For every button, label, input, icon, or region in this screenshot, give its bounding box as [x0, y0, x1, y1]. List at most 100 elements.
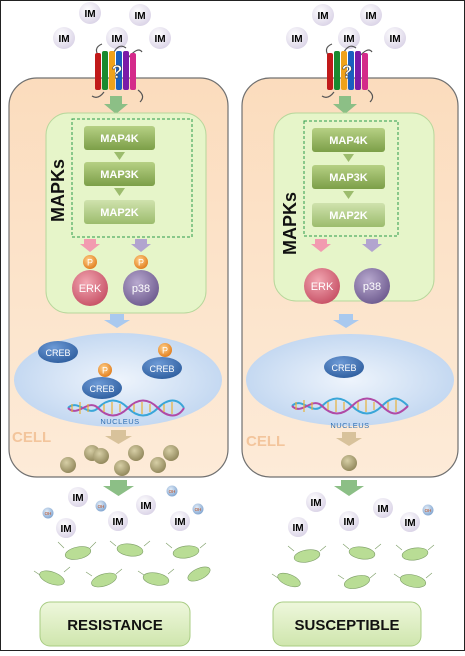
left-receptor-label: ? — [112, 62, 123, 82]
right-nucleus — [246, 334, 454, 426]
svg-text:OH: OH — [169, 489, 176, 494]
left-receptor-arrow — [104, 96, 128, 114]
right-bottom-metabolites: IM IM IM IM IM OH — [288, 492, 434, 537]
left-creb-1-label: CREB — [45, 348, 70, 358]
left-creb-2 — [142, 357, 182, 379]
left-creb-3 — [82, 377, 122, 399]
left-arrow-to-p38 — [131, 239, 151, 252]
left-creb-2-phospho-label: P — [162, 346, 168, 356]
left-arrow-to-vesicles — [105, 430, 132, 444]
svg-text:IM: IM — [84, 9, 95, 20]
right-vesicle — [341, 455, 357, 471]
svg-text:IM: IM — [174, 517, 185, 528]
left-erk-node — [72, 270, 108, 306]
svg-text:IM: IM — [310, 498, 321, 509]
svg-text:IM: IM — [291, 34, 302, 45]
left-p38-node — [123, 270, 159, 306]
right-cell-label: CELL — [246, 433, 285, 450]
svg-text:IM: IM — [389, 34, 400, 45]
svg-text:IM: IM — [317, 11, 328, 22]
left-erk-label: ERK — [79, 283, 102, 295]
right-kinase-cascade-box — [303, 120, 399, 237]
right-map3k-label: MAP3K — [329, 172, 368, 184]
left-arrow-to-erk — [80, 239, 100, 252]
svg-text:IM: IM — [343, 34, 354, 45]
right-nucleus-label: NUCLEUS — [330, 421, 369, 430]
svg-text:IM: IM — [404, 518, 415, 529]
right-p38-label: p38 — [363, 281, 381, 293]
left-arrow-map3k-map2k — [114, 188, 125, 196]
left-creb-1 — [38, 341, 78, 363]
right-map3k-box — [312, 165, 385, 189]
right-p38-node — [354, 268, 390, 304]
left-map2k-label: MAP2K — [100, 207, 139, 219]
left-dna-icon — [67, 399, 185, 417]
left-panel: MAPKs MAP4K MAP3K MAP2K P ERK P p38 CREB… — [8, 77, 229, 647]
svg-text:IM: IM — [292, 523, 303, 534]
svg-text:IM: IM — [377, 504, 388, 515]
right-arrow-to-nucleus — [333, 314, 359, 328]
left-creb-2-phospho — [158, 343, 172, 357]
left-creb-3-label: CREB — [89, 384, 114, 394]
right-panel: MAPKs MAP4K MAP3K MAP2K ERK p38 CREB NUC… — [241, 77, 459, 647]
left-insects-icon — [33, 540, 211, 588]
right-receptor-arrow — [333, 96, 357, 114]
left-cell-label: CELL — [12, 429, 51, 446]
right-outcome-box — [272, 601, 422, 647]
svg-text:IM: IM — [111, 34, 122, 45]
svg-text:IM: IM — [134, 11, 145, 22]
right-arrow-map4k-map3k — [343, 154, 354, 162]
svg-text:IM: IM — [58, 34, 69, 45]
left-outcome-label: RESISTANCE — [67, 617, 163, 634]
left-creb-2-label: CREB — [149, 364, 174, 374]
right-arrow-to-p38 — [362, 239, 382, 252]
svg-text:IM: IM — [365, 11, 376, 22]
right-creb — [324, 356, 364, 378]
left-bottom-metabolites: IM IM IM IM OH OH OH OH IM — [42, 485, 204, 538]
svg-text:IM: IM — [72, 493, 83, 504]
right-map4k-label: MAP4K — [329, 135, 368, 147]
left-nucleus-label: NUCLEUS — [100, 417, 139, 426]
right-erk-label: ERK — [311, 281, 334, 293]
right-map2k-box — [312, 203, 385, 227]
left-creb-3-phospho — [98, 363, 112, 377]
svg-text:IM: IM — [112, 517, 123, 528]
svg-text:OH: OH — [45, 511, 52, 516]
left-map4k-box — [84, 126, 155, 150]
svg-text:IM: IM — [154, 34, 165, 45]
left-creb-3-phospho-label: P — [102, 366, 108, 376]
right-erk-node — [304, 268, 340, 304]
right-export-arrow — [334, 480, 364, 496]
left-kinase-cascade-box — [71, 118, 193, 238]
right-arrow-map3k-map2k — [343, 191, 354, 199]
left-arrow-to-nucleus — [104, 314, 130, 328]
svg-text:OH: OH — [195, 507, 202, 512]
right-map2k-label: MAP2K — [329, 210, 368, 222]
right-insects-icon — [271, 543, 435, 589]
svg-text:IM: IM — [343, 517, 354, 528]
right-arrow-to-vesicle — [336, 432, 362, 446]
svg-text:IM: IM — [140, 501, 151, 512]
svg-text:OH: OH — [425, 508, 432, 513]
right-map4k-box — [312, 128, 385, 152]
left-outcome-box — [39, 601, 191, 647]
right-creb-label: CREB — [331, 363, 356, 373]
left-erk-phospho-label: P — [87, 258, 93, 268]
left-mapks-label: MAPKs — [48, 159, 68, 222]
svg-text:OH: OH — [98, 504, 105, 509]
right-receptor-label: ? — [342, 62, 353, 82]
left-p38-label: p38 — [132, 283, 150, 295]
left-top-metabolites: IM IM IM IM IM — [53, 2, 171, 49]
left-export-arrow — [103, 480, 134, 496]
left-map2k-box — [84, 200, 155, 224]
left-vesicles — [60, 445, 179, 476]
right-arrow-to-erk — [311, 239, 331, 252]
left-map3k-box — [84, 162, 155, 186]
left-arrow-map4k-map3k — [114, 152, 125, 160]
left-receptor-icon: ? — [91, 43, 144, 103]
right-top-metabolites: IM IM IM IM IM — [286, 4, 406, 49]
left-erk-phospho — [83, 255, 97, 269]
right-outcome-label: SUSCEPTIBLE — [294, 617, 399, 634]
